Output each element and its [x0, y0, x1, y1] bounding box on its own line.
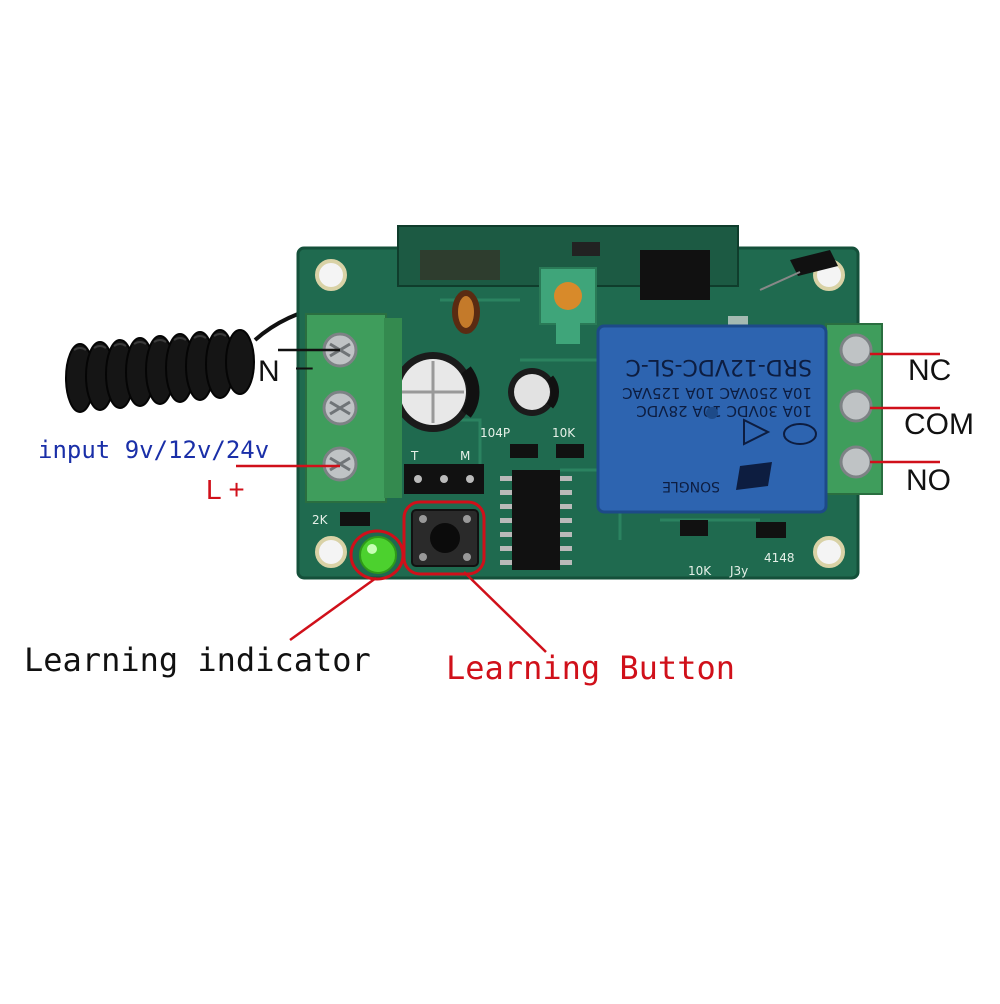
marking-resistor-1: 10K: [552, 426, 576, 440]
learning-button: [402, 500, 486, 576]
input-terminal-block: [305, 313, 402, 503]
live-plus-label: L +: [206, 474, 245, 505]
learning-indicator-led: [349, 529, 405, 581]
neutral-label: N: [258, 355, 280, 388]
relay-rating-1: 10A 250VAC 10A 125VAC: [622, 384, 812, 402]
neutral-minus-label: –: [296, 350, 313, 383]
relay: SRD-12VDC-SL-C 10A 250VAC 10A 125VAC 10A…: [596, 324, 828, 514]
pin-header: [404, 464, 484, 494]
learning-indicator-label: Learning indicator: [24, 641, 371, 679]
relay-rating-2: 10A 30VDC 10A 28VDC: [636, 402, 812, 420]
nc-terminal-label: NC: [908, 354, 952, 387]
marking-resistor-2: 10K: [688, 564, 712, 578]
com-terminal-label: COM: [904, 408, 974, 441]
learning-button-label: Learning Button: [446, 649, 735, 687]
relay-brand: SONGLE: [662, 478, 720, 494]
tuning-coil: [539, 267, 597, 344]
ic-chip: [500, 470, 572, 570]
marking-cap: 104P: [480, 426, 510, 440]
marking-resistor-3: 2K: [312, 513, 329, 527]
marking-diode: 4148: [764, 551, 795, 565]
relay-model-text: SRD-12VDC-SL-C: [625, 354, 812, 379]
input-voltage-label: input 9v/12v/24v: [38, 436, 270, 464]
antenna-coil: [65, 298, 401, 413]
annotation-lines: [236, 348, 940, 653]
marking-header-t: T: [410, 449, 419, 463]
marking-jumper: J3y: [729, 564, 748, 578]
transistor: [759, 250, 838, 291]
inductor: [452, 290, 480, 334]
electrolytic-capacitor-small: [508, 368, 560, 416]
marking-header-m: M: [460, 449, 470, 463]
electrolytic-capacitor-large: [393, 352, 480, 432]
no-terminal-label: NO: [906, 464, 951, 497]
